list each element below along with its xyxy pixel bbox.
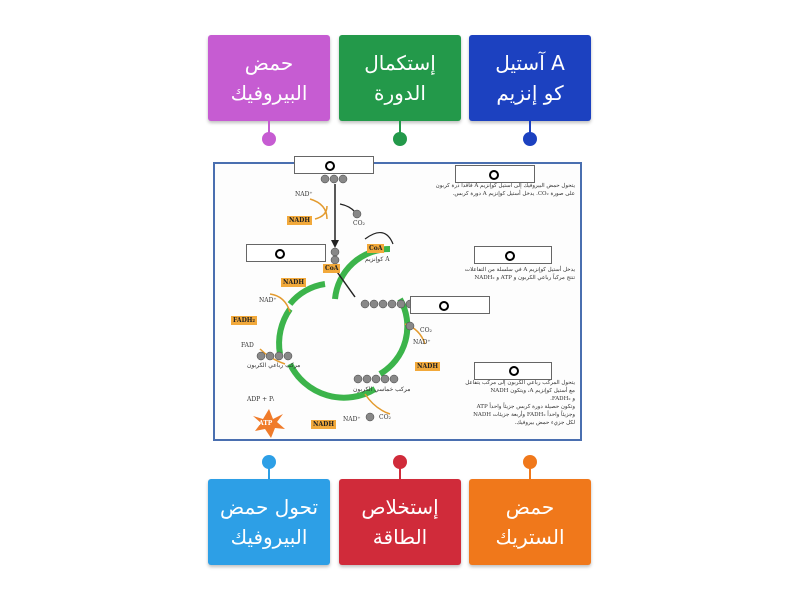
pin-dot: [262, 132, 276, 146]
tile-label: حمض البيروفيك: [230, 51, 308, 105]
tile-label: A آستيل كو إنزيم: [495, 51, 565, 105]
pin-dot: [523, 132, 537, 146]
nadh-tag: NADH: [281, 278, 307, 287]
pin-dot: [523, 455, 537, 469]
co2-label: CO₂: [353, 220, 365, 227]
tile-label: إستكمال الدورة: [364, 51, 436, 105]
note-acetyl: يدخل أستيل كوإنزيم A في سلسلة من التفاعل…: [464, 267, 575, 281]
drop-marker: [325, 161, 335, 171]
fadh-tag: FADH₂: [231, 316, 258, 325]
drop-marker: [509, 366, 519, 376]
five-carbon-label: مركب خماسي الكربون: [353, 386, 411, 393]
drop-marker: [275, 249, 285, 259]
coa-tag: CoA: [323, 264, 341, 273]
tile-complete-cycle[interactable]: إستكمال الدورة: [339, 35, 461, 121]
atp-label: ATP: [259, 420, 273, 427]
pin-line: [268, 121, 270, 133]
drop-marker: [489, 170, 499, 180]
drop-zone-3[interactable]: [246, 244, 326, 262]
pin-line: [399, 121, 401, 133]
tile-label: تحول حمض البيروفيك: [219, 495, 319, 549]
cycle-diagram: [253, 174, 426, 438]
adp-label: ADP + Pᵢ: [247, 396, 275, 403]
drop-marker: [505, 251, 515, 261]
krebs-cycle-figure: NADH NAD⁺ CO₂ CoA كوإنزيم A CoA NADH NAD…: [213, 162, 582, 441]
drop-marker: [439, 301, 449, 311]
tile-label: حمض الستريك: [495, 495, 565, 549]
pin-line: [529, 121, 531, 133]
pin-line: [268, 467, 270, 479]
tile-pyruvic-conversion[interactable]: تحول حمض البيروفيك: [208, 479, 330, 565]
tile-energy-extraction[interactable]: إستخلاص الطاقة: [339, 479, 461, 565]
nadh-tag: NADH: [287, 216, 313, 225]
pin-dot: [262, 455, 276, 469]
coenzyme-label: كوإنزيم A: [365, 256, 390, 263]
tile-acetyl-coenzyme-a[interactable]: A آستيل كو إنزيم: [469, 35, 591, 121]
pin-line: [529, 467, 531, 479]
note-pyruvate: يتحول حمض البيروفيك إلى أستيل كوإنزيم A …: [435, 183, 575, 197]
nadh-tag: NADH: [415, 362, 441, 371]
four-carbon-label: مركب رباعي الكربون: [247, 362, 301, 369]
tile-label: إستخلاص الطاقة: [361, 495, 439, 549]
fad-label: FAD: [241, 342, 254, 349]
nad-label: NAD⁺: [343, 416, 361, 423]
coa-tag: CoA: [367, 244, 385, 253]
co2-label: CO₂: [420, 327, 432, 334]
nad-label: NAD⁺: [259, 297, 277, 304]
note-summary: يتحول المركب رباعي الكربون إلى مركب يتفا…: [465, 380, 575, 426]
tile-citric-acid[interactable]: حمض الستريك: [469, 479, 591, 565]
pin-line: [399, 467, 401, 479]
nadh-tag: NADH: [311, 420, 337, 429]
pin-dot: [393, 132, 407, 146]
pin-dot: [393, 455, 407, 469]
co2-label: CO₂: [379, 414, 391, 421]
tile-pyruvic-acid[interactable]: حمض البيروفيك: [208, 35, 330, 121]
nad-label: NAD⁺: [413, 339, 431, 346]
nad-label: NAD⁺: [295, 191, 313, 198]
drop-zone-5[interactable]: [410, 296, 490, 314]
